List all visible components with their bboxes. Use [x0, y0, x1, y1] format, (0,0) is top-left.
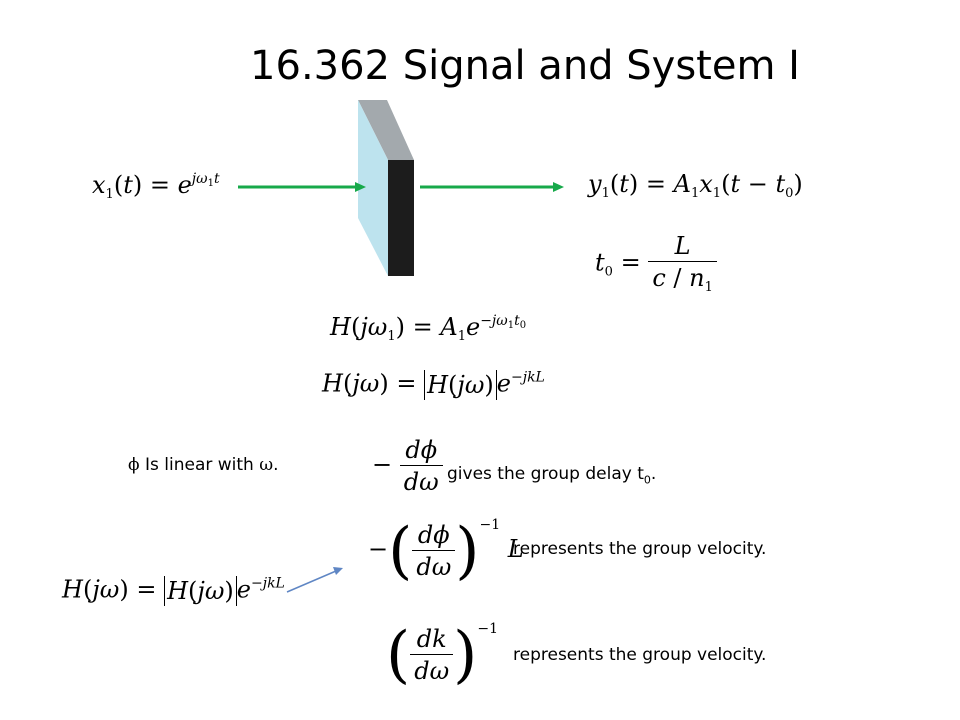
- transfer-function-at-w1: H(jω1) = A1e−jω1t0: [330, 313, 527, 344]
- group-velocity-text-2: represents the group velocity.: [513, 645, 767, 665]
- group-delay-label: gives the group delay t: [447, 464, 644, 484]
- transfer-function-general: H(jω) = H(jω)e−jkL: [322, 369, 545, 400]
- phi-symbol: ϕ: [128, 455, 140, 475]
- group-delay-text: gives the group delay t0.: [447, 464, 656, 486]
- output-arrow-head: [553, 182, 564, 192]
- group-delay-sub: 0: [643, 473, 651, 487]
- pointer-arrow-head: [333, 567, 343, 575]
- linear-note-text: Is linear with: [139, 455, 260, 475]
- linear-note-end: .: [273, 455, 279, 475]
- transfer-function-general-2: H(jω) = H(jω)e−jkL: [62, 575, 285, 606]
- group-delay-end: .: [650, 464, 657, 484]
- output-signal-equation: y1(t) = A1x1(t − t0): [588, 170, 803, 201]
- slab-top-face: [358, 100, 414, 160]
- group-velocity-text-1: represents the group velocity.: [513, 539, 767, 559]
- slab-side-face: [388, 160, 414, 276]
- pointer-arrow-line: [286, 570, 337, 593]
- linear-phase-note: ϕ Is linear with ω.: [128, 455, 279, 475]
- input-arrow-head: [355, 182, 366, 192]
- omega-symbol: ω: [259, 455, 274, 475]
- input-signal-equation: x1(t) = ejω1t: [92, 171, 220, 202]
- slide-title: 16.362 Signal and System I: [250, 43, 800, 89]
- slab-front-face: [358, 100, 388, 276]
